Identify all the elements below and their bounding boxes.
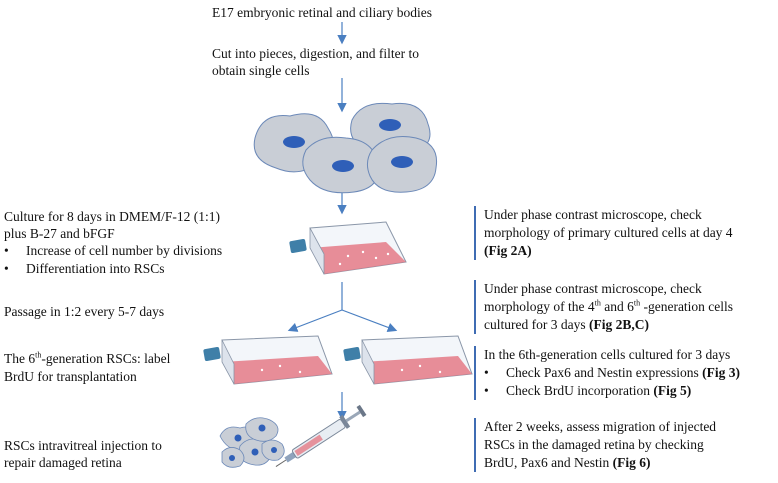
culture-flask-3 bbox=[343, 335, 473, 385]
cell bbox=[366, 136, 438, 193]
culture-line2: plus B-27 and bFGF bbox=[4, 226, 115, 241]
cell bbox=[302, 136, 379, 194]
culture-line1: Culture for 8 days in DMEM/F-12 (1:1) bbox=[4, 209, 220, 224]
culture-bullet-2: •Differentiation into RSCs bbox=[4, 261, 165, 276]
injection-line1: RSCs intravitreal injection to bbox=[4, 438, 162, 453]
culture-flask-2 bbox=[203, 335, 333, 385]
syringe-icon bbox=[275, 404, 367, 467]
note-primary-culture: Under phase contrast microscope, check m… bbox=[474, 206, 733, 260]
note-marker-check: In the 6th-generation cells cultured for… bbox=[474, 346, 740, 400]
step-tissue-source: E17 embryonic retinal and ciliary bodies bbox=[212, 5, 433, 20]
label-brdu-line2: BrdU for transplantation bbox=[4, 369, 137, 384]
single-cells-group bbox=[253, 102, 438, 194]
labeled-cells-cluster bbox=[219, 417, 285, 468]
passage-text: Passage in 1:2 every 5-7 days bbox=[4, 304, 165, 319]
step-dissociation-line1: Cut into pieces, digestion, and filter t… bbox=[212, 46, 419, 61]
note-generation-morphology: Under phase contrast microscope, check m… bbox=[474, 280, 733, 334]
arrow-split-right bbox=[341, 309, 398, 332]
culture-bullet-1: •Increase of cell number by divisions bbox=[4, 243, 223, 258]
arrow-split-left bbox=[287, 309, 343, 332]
injection-line2: repair damaged retina bbox=[4, 455, 122, 470]
label-brdu-line1: The 6th-generation RSCs: label bbox=[4, 350, 171, 366]
note-migration-assessment: After 2 weeks, assess migration of injec… bbox=[474, 418, 716, 472]
culture-flask-1 bbox=[289, 221, 407, 275]
step-dissociation-line2: obtain single cells bbox=[212, 63, 310, 78]
